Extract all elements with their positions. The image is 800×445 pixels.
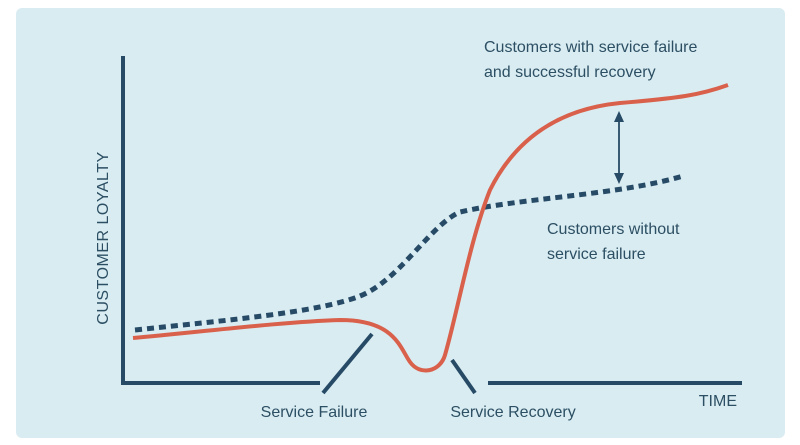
y-axis-label: CUSTOMER LOYALTY [95, 151, 112, 324]
diagram-panel [16, 8, 785, 438]
recovery-marker [450, 358, 477, 395]
gap-arrow-head-down [614, 173, 624, 184]
gap-arrow [614, 111, 624, 184]
baseline-curve-label-line1: Customers without [547, 221, 680, 238]
failure-label: Service Failure [261, 404, 368, 421]
recovery-curve-label-line1: Customers with service failure [484, 39, 698, 56]
recovery-label: Service Recovery [450, 404, 575, 421]
recovery-curve [132, 83, 729, 373]
baseline-curve-label-line2: service failure [547, 246, 646, 263]
recovery-curve-label-line2: and successful recovery [484, 64, 656, 81]
baseline-curve [134, 173, 684, 333]
gap-arrow-head-up [614, 111, 624, 122]
x-axis-label: TIME [699, 393, 737, 410]
failure-marker [321, 332, 374, 395]
